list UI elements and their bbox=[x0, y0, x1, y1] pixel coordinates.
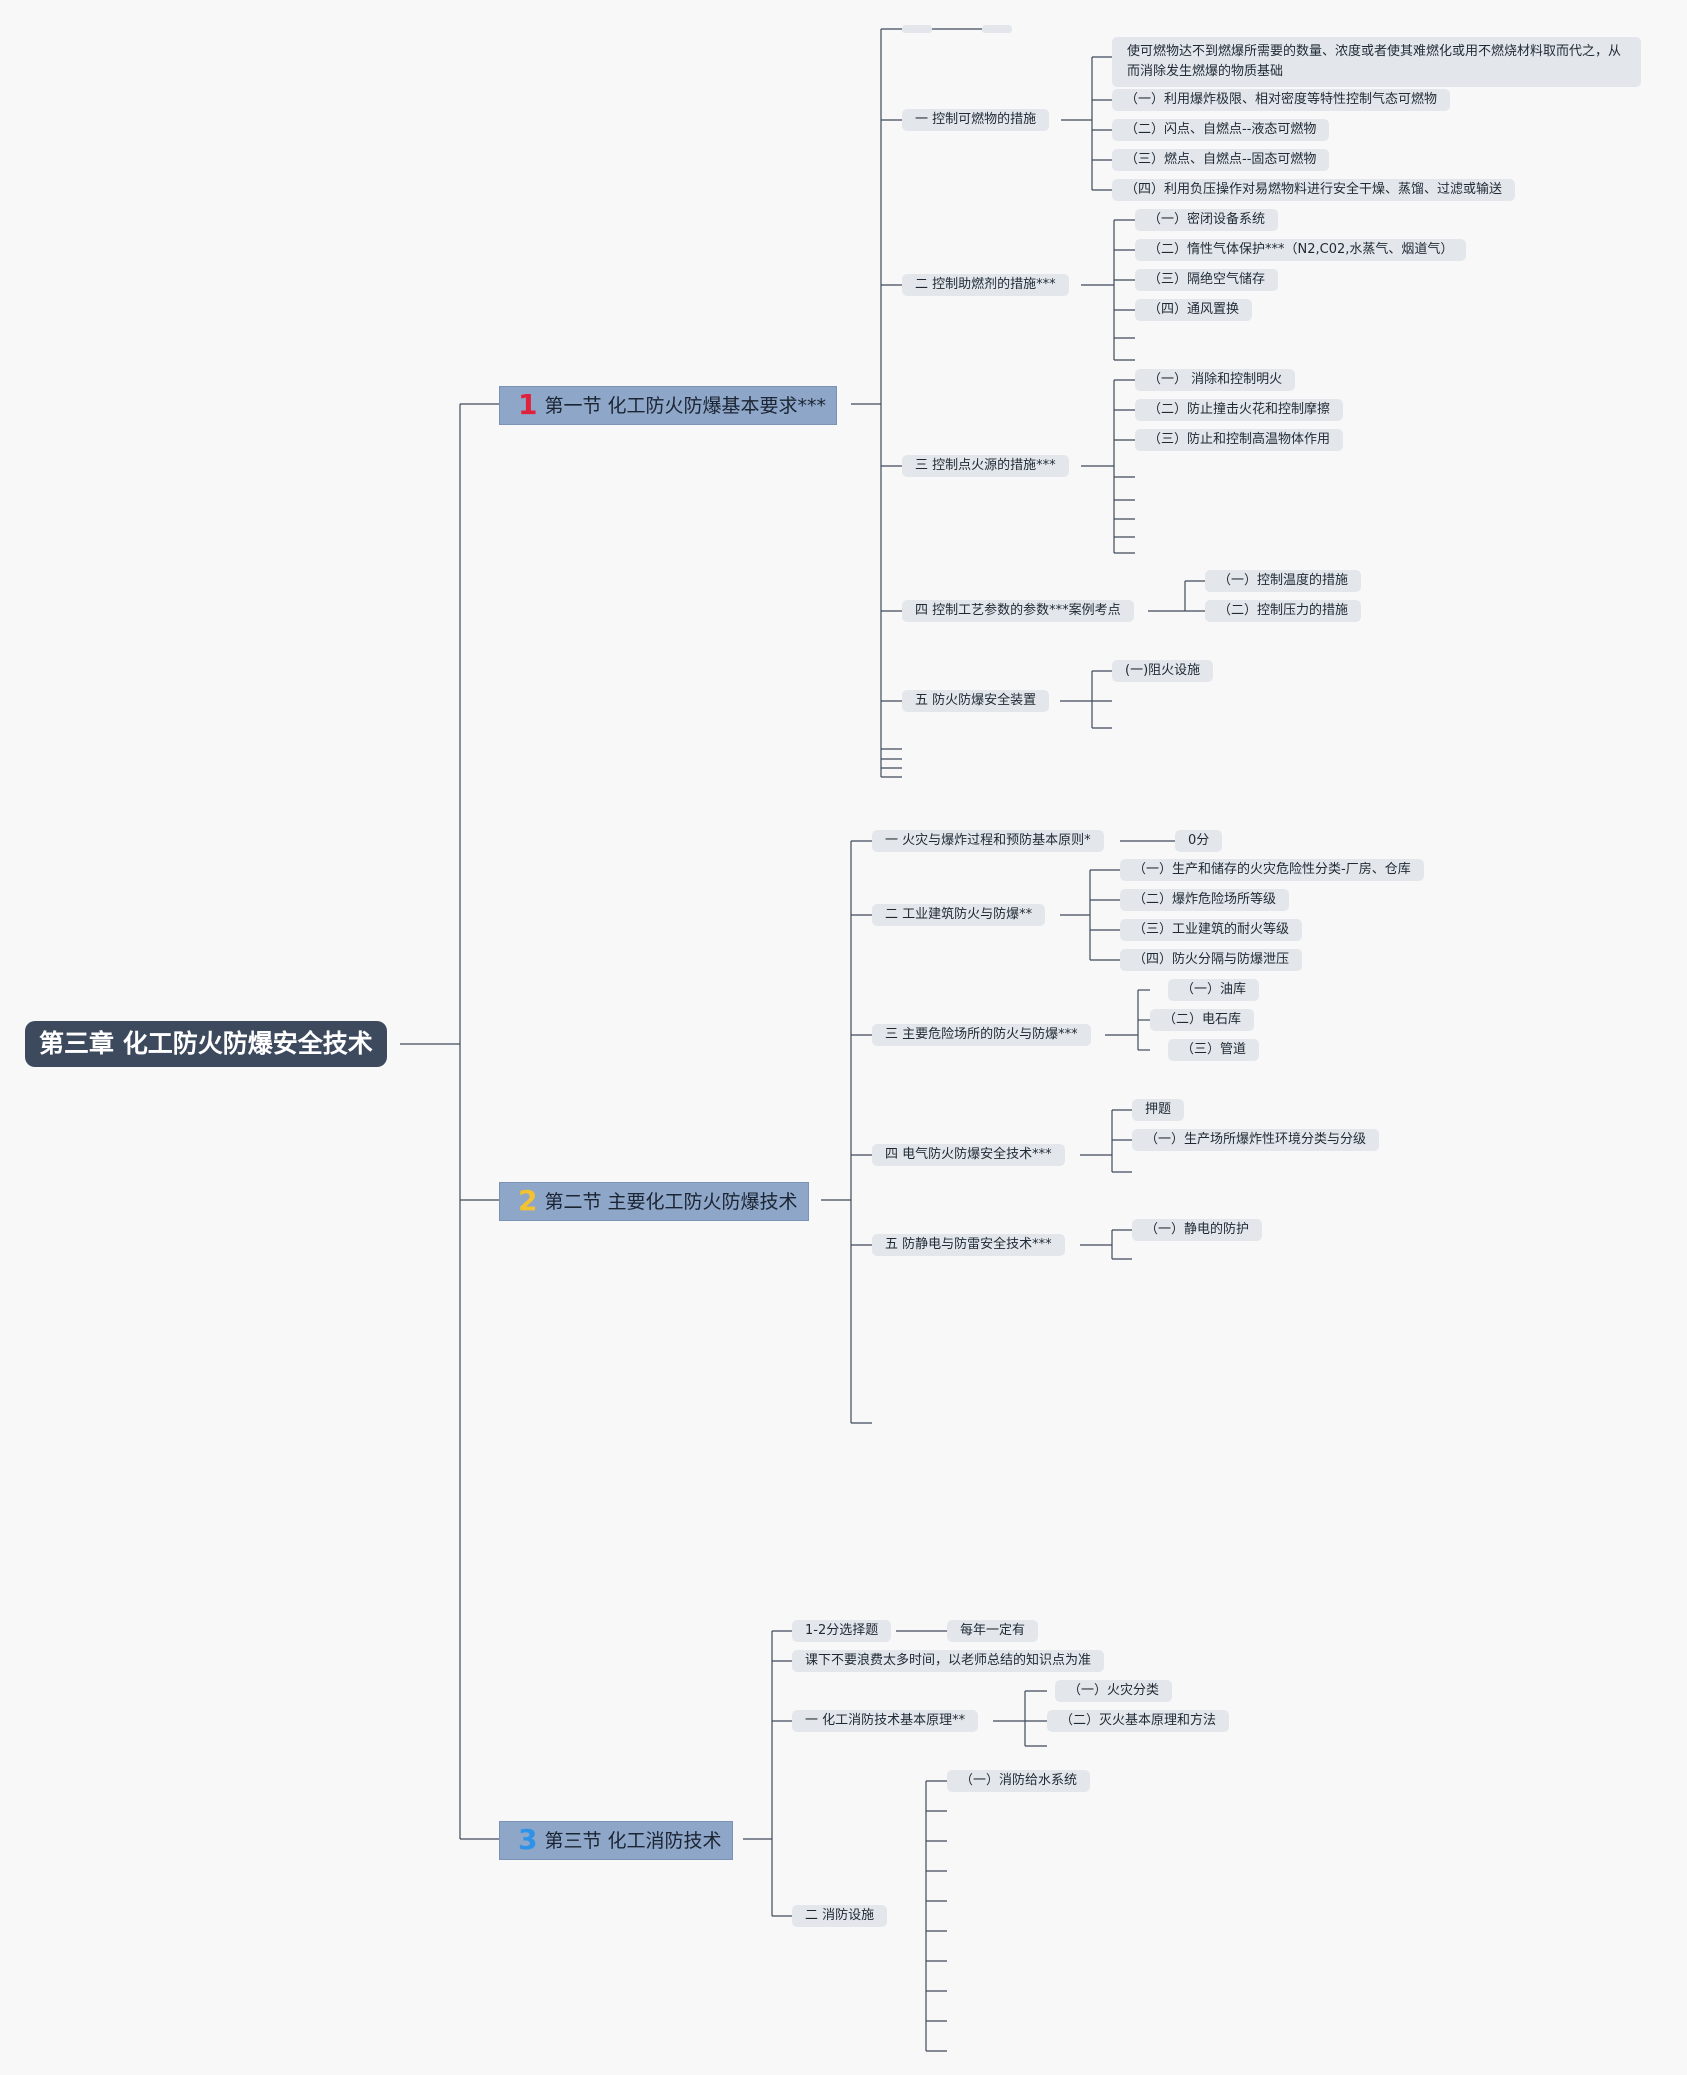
s1-item-1-child-4[interactable]: （三）燃点、自燃点--固态可燃物 bbox=[1112, 149, 1330, 171]
s2-item-3-child-3[interactable]: （三）管道 bbox=[1168, 1039, 1260, 1061]
s2-item-2-child-4[interactable]: （四）防火分隔与防爆泄压 bbox=[1120, 949, 1303, 971]
s3-item-3-child-1[interactable]: （一）火灾分类 bbox=[1055, 1680, 1173, 1702]
s2-item-5-child-1[interactable]: （一）静电的防护 bbox=[1132, 1219, 1263, 1241]
empty-topic[interactable] bbox=[902, 25, 932, 33]
s2-item-3-child-1[interactable]: （一）油库 bbox=[1168, 979, 1260, 1001]
s3-item-3[interactable]: 一 化工消防技术基本原理** bbox=[792, 1710, 979, 1732]
s2-item-5[interactable]: 五 防静电与防雷安全技术*** bbox=[872, 1234, 1065, 1256]
s2-item-2[interactable]: 二 工业建筑防火与防爆** bbox=[872, 904, 1046, 926]
section-number-1: 1 bbox=[518, 388, 538, 421]
s1-item-4-child-2[interactable]: （二）控制压力的措施 bbox=[1205, 600, 1362, 622]
s1-item-5-child-1[interactable]: (一)阻火设施 bbox=[1112, 660, 1214, 682]
empty-topic[interactable] bbox=[982, 25, 1012, 33]
s1-item-3-child-1[interactable]: （一） 消除和控制明火 bbox=[1135, 369, 1296, 391]
s2-item-4-child-1[interactable]: 押题 bbox=[1132, 1099, 1185, 1121]
s2-item-4-child-2[interactable]: （一）生产场所爆炸性环境分类与分级 bbox=[1132, 1129, 1380, 1151]
section-3[interactable]: 3 第三节 化工消防技术 bbox=[499, 1821, 733, 1860]
s1-item-1-child-3[interactable]: （二）闪点、自燃点--液态可燃物 bbox=[1112, 119, 1330, 141]
s3-item-3-child-2[interactable]: （二）灭火基本原理和方法 bbox=[1047, 1710, 1230, 1732]
s1-item-5[interactable]: 五 防火防爆安全装置 bbox=[902, 690, 1050, 712]
s1-item-2-child-3[interactable]: （三）隔绝空气储存 bbox=[1135, 269, 1279, 291]
s2-item-1[interactable]: 一 火灾与爆炸过程和预防基本原则* bbox=[872, 830, 1104, 852]
s1-item-3-child-3[interactable]: （三）防止和控制高温物体作用 bbox=[1135, 429, 1344, 451]
s2-item-2-child-1[interactable]: （一）生产和储存的火灾危险性分类-厂房、仓库 bbox=[1120, 859, 1424, 881]
s3-item-4-child-1[interactable]: （一）消防给水系统 bbox=[947, 1770, 1091, 1792]
section-title-2: 第二节 主要化工防火防爆技术 bbox=[544, 1191, 798, 1213]
s2-item-3[interactable]: 三 主要危险场所的防火与防爆*** bbox=[872, 1024, 1091, 1046]
s3-item-1[interactable]: 1-2分选择题 bbox=[792, 1620, 892, 1642]
s1-item-4[interactable]: 四 控制工艺参数的参数***案例考点 bbox=[902, 600, 1134, 622]
s1-item-1[interactable]: 一 控制可燃物的措施 bbox=[902, 109, 1050, 131]
s2-item-1-child-1[interactable]: 0分 bbox=[1175, 830, 1223, 852]
s2-item-3-child-2[interactable]: （二）电石库 bbox=[1150, 1009, 1255, 1031]
s1-item-2-child-1[interactable]: （一）密闭设备系统 bbox=[1135, 209, 1279, 231]
root-topic[interactable]: 第三章 化工防火防爆安全技术 bbox=[25, 1021, 387, 1067]
section-1[interactable]: 1 第一节 化工防火防爆基本要求*** bbox=[499, 386, 838, 425]
s2-item-2-child-2[interactable]: （二）爆炸危险场所等级 bbox=[1120, 889, 1290, 911]
section-number-2: 2 bbox=[518, 1184, 538, 1217]
s1-item-3-child-2[interactable]: （二）防止撞击火花和控制摩擦 bbox=[1135, 399, 1344, 421]
s1-item-2-child-2[interactable]: （二）惰性气体保护***（N2,C02,水蒸气、烟道气） bbox=[1135, 239, 1467, 261]
section-number-3: 3 bbox=[518, 1823, 538, 1856]
s3-item-2[interactable]: 课下不要浪费太多时间，以老师总结的知识点为准 bbox=[792, 1650, 1105, 1672]
s1-item-4-child-1[interactable]: （一）控制温度的措施 bbox=[1205, 570, 1362, 592]
section-title-1: 第一节 化工防火防爆基本要求*** bbox=[544, 395, 827, 417]
s1-item-1-child-2[interactable]: （一）利用爆炸极限、相对密度等特性控制气态可燃物 bbox=[1112, 89, 1451, 111]
s3-item-4[interactable]: 二 消防设施 bbox=[792, 1905, 888, 1927]
s1-item-2-child-4[interactable]: （四）通风置换 bbox=[1135, 299, 1253, 321]
s2-item-4[interactable]: 四 电气防火防爆安全技术*** bbox=[872, 1144, 1065, 1166]
s1-item-3[interactable]: 三 控制点火源的措施*** bbox=[902, 455, 1069, 477]
section-title-3: 第三节 化工消防技术 bbox=[544, 1830, 722, 1852]
section-2[interactable]: 2 第二节 主要化工防火防爆技术 bbox=[499, 1182, 809, 1221]
s3-item-1-child-1[interactable]: 每年一定有 bbox=[947, 1620, 1039, 1642]
s1-item-2[interactable]: 二 控制助燃剂的措施*** bbox=[902, 274, 1069, 296]
s1-item-1-child-5[interactable]: （四）利用负压操作对易燃物料进行安全干燥、蒸馏、过滤或输送 bbox=[1112, 179, 1516, 201]
s2-item-2-child-3[interactable]: （三）工业建筑的耐火等级 bbox=[1120, 919, 1303, 941]
s1-item-1-child-1[interactable]: 使可燃物达不到燃爆所需要的数量、浓度或者使其难燃化或用不燃烧材料取而代之，从而消… bbox=[1112, 37, 1641, 87]
